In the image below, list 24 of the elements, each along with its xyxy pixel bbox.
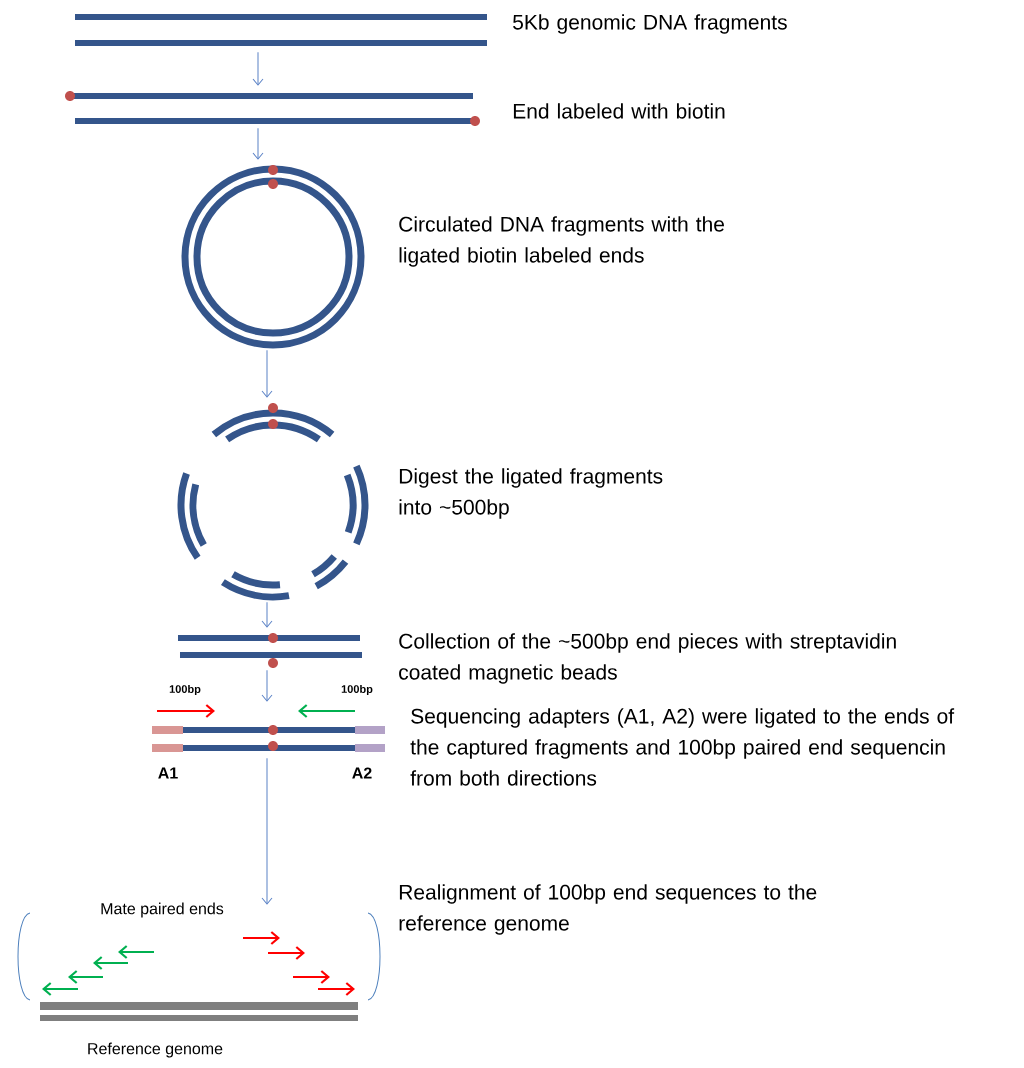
arrow (252, 51, 264, 86)
step-text: Digest the ligated fragments into ~500bp (399, 468, 663, 519)
step-text: Sequencing adapters (A1, A2) were ligated to the ends of the captured fragments and 100bp paired end sequencin from both directions (410, 708, 955, 786)
label: Reference genome (88, 1042, 223, 1058)
arrow (261, 757, 273, 905)
arrow (252, 127, 264, 160)
step-text: Circulated DNA fragments with the ligated biotin labeled ends (399, 216, 724, 267)
step-text: 5Kb genomic DNA fragments (513, 14, 787, 34)
dna-fragments-drawing (75, 14, 487, 46)
digested-circle-drawing (177, 403, 369, 601)
label: 100bp (341, 684, 373, 696)
step-text: End labeled with biotin (513, 103, 725, 119)
arrow (261, 669, 273, 702)
step-text: Collection of the ~500bp end pieces with streptavidin coated magnetic beads (399, 633, 896, 684)
label: 100bp (169, 684, 201, 696)
arrow (261, 349, 273, 398)
arrow (261, 601, 273, 628)
label: Mate paired ends (101, 902, 224, 918)
label: A2 (352, 767, 372, 779)
labeled-fragments-drawing (65, 91, 480, 126)
circular-dna-drawing (181, 165, 365, 349)
end-pieces-drawing (178, 633, 362, 668)
label: A1 (158, 767, 178, 779)
step-text: Realignment of 100bp end sequences to the reference genome (399, 884, 817, 935)
